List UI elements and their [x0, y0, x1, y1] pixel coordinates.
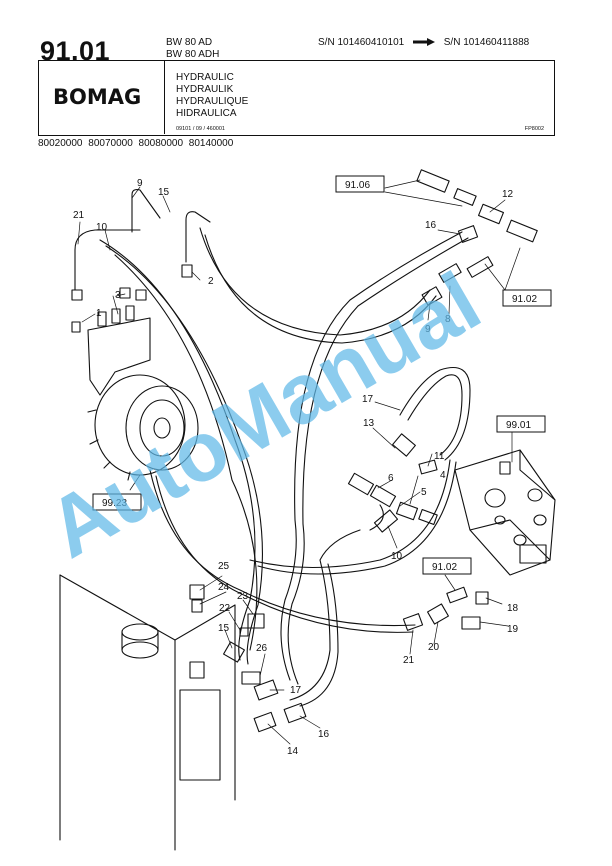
callout-number: 21 — [403, 655, 415, 666]
document-reference: 09101 / 09 / 460001 — [176, 126, 225, 132]
callout-number: 6 — [388, 473, 394, 484]
callout-number: 4 — [440, 470, 446, 481]
title-es: HIDRAULICA — [176, 108, 237, 119]
callout-number: 19 — [507, 624, 519, 635]
logo-cell: BOMAG — [39, 61, 165, 134]
callout-number: 17 — [362, 394, 374, 405]
callout-number: 17 — [290, 685, 302, 696]
callout-number: 20 — [428, 642, 440, 653]
callout-number: 16 — [425, 220, 437, 231]
model-list: BW 80 AD BW 80 ADH — [166, 37, 219, 61]
section-titles: HYDRAULIC HYDRAULIK HYDRAULIQUE HIDRAULI… — [176, 72, 248, 120]
part-number-list: 80020000 80070000 80080000 80140000 — [38, 138, 234, 149]
fittings — [71, 169, 538, 733]
arrow-right-icon — [412, 38, 435, 47]
callout-number: 10 — [391, 551, 403, 562]
control-valve — [454, 449, 556, 576]
hydraulic-motor — [87, 305, 199, 481]
model-name: BW 80 ADH — [166, 49, 220, 60]
callout-number: 24 — [218, 582, 230, 593]
title-en: HYDRAULIC — [176, 72, 234, 83]
title-fr: HYDRAULIQUE — [176, 96, 249, 107]
callout-number: 25 — [218, 561, 230, 572]
callout-number: 21 — [73, 210, 85, 221]
title-de: HYDRAULIK — [176, 84, 234, 95]
callout-number: 12 — [502, 189, 514, 200]
ref-box-label: 91.06 — [345, 180, 370, 191]
ref-box-label: 99.23 — [102, 498, 127, 509]
callout-number: 8 — [445, 314, 451, 325]
callout-number: 22 — [219, 603, 231, 614]
figure-reference: FP8002 — [524, 126, 544, 132]
callout-number: 26 — [256, 643, 268, 654]
callout-number: 15 — [158, 187, 170, 198]
callout-number: 9 — [137, 178, 143, 189]
callout-number: 23 — [237, 591, 249, 602]
callout-number: 3 — [115, 290, 121, 301]
brand-logo: BOMAG — [53, 85, 142, 109]
callout-number: 14 — [287, 746, 299, 757]
callout-number: 15 — [218, 623, 230, 634]
model-name: BW 80 AD — [166, 37, 213, 48]
callout-number: 10 — [96, 222, 108, 233]
serial-from: S/N 101460410101 — [318, 37, 405, 48]
leader-lines — [77, 179, 521, 745]
callout-number: 1 — [96, 308, 102, 319]
hydraulic-tank — [59, 574, 236, 851]
hose-lines — [74, 189, 471, 707]
ref-box-label: 99.01 — [506, 420, 531, 431]
ref-box-label: 91.02 — [512, 294, 537, 305]
callout-number: 13 — [363, 418, 375, 429]
header-box: BOMAG HYDRAULIC HYDRAULIK HYDRAULIQUE HI… — [38, 60, 555, 136]
callout-number: 16 — [318, 729, 330, 740]
serial-to: S/N 101460411888 — [443, 37, 530, 48]
callout-number: 18 — [507, 603, 519, 614]
callout-number: 5 — [421, 487, 427, 498]
serial-range: S/N 101460410101 S/N 101460411888 — [318, 37, 529, 48]
callout-number: 11 — [434, 451, 445, 462]
page-number: 91.01 — [40, 36, 111, 66]
callout-number: 9 — [425, 324, 431, 335]
callout-number: 2 — [208, 276, 214, 287]
ref-box-label: 91.02 — [432, 562, 457, 573]
